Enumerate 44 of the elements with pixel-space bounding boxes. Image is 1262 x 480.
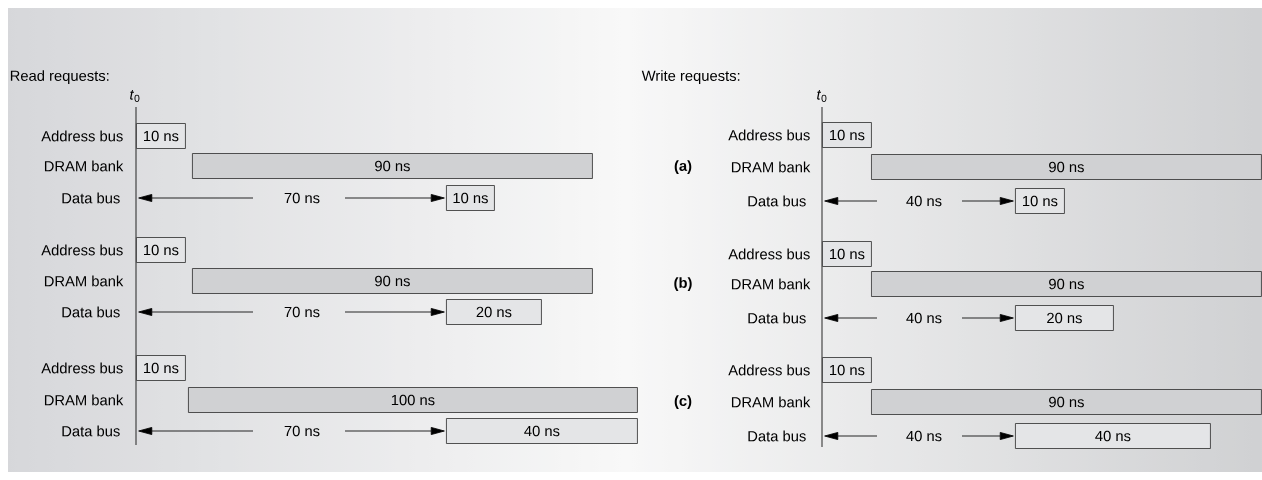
panel-heading: Read requests: bbox=[10, 70, 109, 84]
row-label: Data bus bbox=[748, 430, 806, 442]
timing-box: 10 ns bbox=[446, 185, 495, 211]
panel-letter: (c) bbox=[674, 395, 692, 409]
row-label: Data bus bbox=[748, 312, 806, 324]
timing-box: 10 ns bbox=[822, 357, 872, 383]
timing-bar: 90 ns bbox=[871, 154, 1262, 180]
timing-bar: 100 ns bbox=[188, 387, 638, 413]
row-label: DRAM bank bbox=[44, 160, 124, 172]
row-label: DRAM bank bbox=[731, 278, 811, 290]
timing-box: 20 ns bbox=[1015, 305, 1114, 331]
panel-letter: (b) bbox=[674, 277, 692, 291]
timing-box: 10 ns bbox=[1015, 188, 1065, 214]
timing-bar: 90 ns bbox=[192, 153, 593, 179]
timing-box: 40 ns bbox=[446, 418, 638, 444]
timing-box: 10 ns bbox=[822, 122, 872, 148]
row-label: DRAM bank bbox=[731, 396, 811, 408]
dimension-label: 40 ns bbox=[906, 195, 942, 207]
timing-box: 20 ns bbox=[446, 299, 542, 325]
timing-box: 10 ns bbox=[136, 237, 186, 263]
row-label: Address bus bbox=[41, 362, 123, 374]
row-label: Address bus bbox=[41, 244, 123, 256]
row-label: Data bus bbox=[62, 306, 120, 318]
row-label: DRAM bank bbox=[731, 161, 811, 173]
timing-box: 10 ns bbox=[136, 355, 186, 381]
row-label: Address bus bbox=[41, 130, 123, 142]
timing-box: 10 ns bbox=[822, 241, 872, 267]
timing-box: 40 ns bbox=[1015, 423, 1211, 449]
panel-heading: Write requests: bbox=[641, 70, 740, 84]
dimension-label: 70 ns bbox=[284, 192, 320, 204]
dimension-label: 40 ns bbox=[906, 312, 942, 324]
row-label: DRAM bank bbox=[44, 394, 124, 406]
time-origin-label: t$_{0}$ bbox=[130, 90, 140, 102]
timing-box: 10 ns bbox=[136, 123, 186, 149]
timing-bar: 90 ns bbox=[871, 389, 1262, 415]
time-origin-label: t$_{0}$ bbox=[817, 90, 827, 102]
timing-bar: 90 ns bbox=[871, 271, 1262, 297]
row-label: Data bus bbox=[748, 195, 806, 207]
row-label: Data bus bbox=[62, 425, 120, 437]
row-label: Data bus bbox=[62, 192, 120, 204]
panel-letter: (a) bbox=[674, 160, 692, 174]
dimension-label: 40 ns bbox=[906, 430, 942, 442]
row-label: DRAM bank bbox=[44, 275, 124, 287]
timing-bar: 90 ns bbox=[192, 268, 593, 294]
